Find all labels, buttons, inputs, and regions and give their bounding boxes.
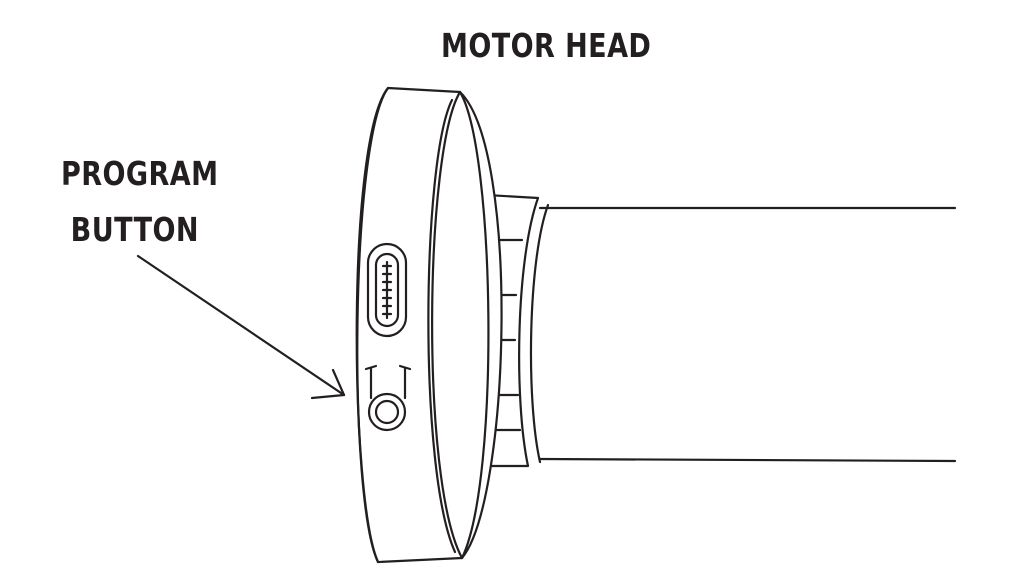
program-button-label: PROGRAM BUTTON [61,146,219,258]
program-button-icon [364,364,412,432]
program-label-line-2: BUTTON [70,210,199,249]
program-label-line-1: PROGRAM [61,154,219,193]
roller-tube [529,203,957,464]
pointer-arrow [136,254,346,400]
motor-head-label: MOTOR HEAD [441,26,652,65]
usb-c-port-icon [366,242,408,338]
motor-head-disc [355,86,503,564]
